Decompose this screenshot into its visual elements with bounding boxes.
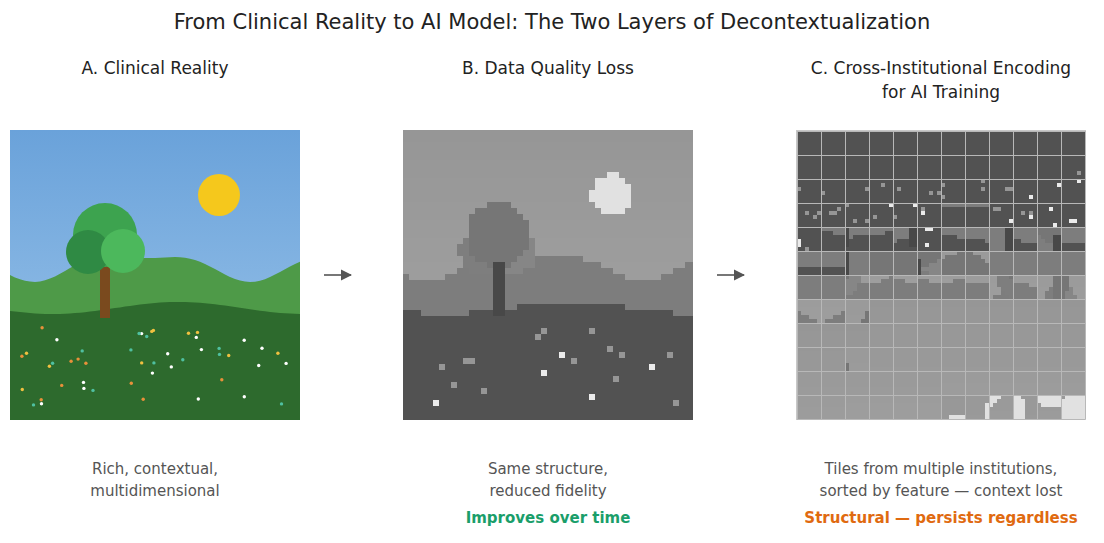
flow-arrow [717,274,744,276]
panel-heading: C. Cross-Institutional Encoding for AI T… [801,56,1081,104]
panel-status: Improves over time [418,507,678,529]
panel-status: Structural — persists regardless [796,507,1086,529]
panel-caption: Same structure, reduced fidelity [466,458,631,502]
diagram-title: From Clinical Reality to AI Model: The T… [0,10,1104,34]
flow-arrow [324,274,351,276]
panel: A. Clinical RealityRich, contextual, mul… [10,56,300,526]
landscape-illustration [10,130,300,420]
panel-caption: Rich, contextual, multidimensional [65,458,245,502]
pixelated-illustration [403,130,693,420]
panel: C. Cross-Institutional Encoding for AI T… [796,56,1086,526]
panel-heading: B. Data Quality Loss [408,56,688,80]
panel-heading: A. Clinical Reality [15,56,295,80]
tile-grid-illustration [796,130,1086,420]
panel-caption: Tiles from multiple institutions, sorted… [809,458,1074,502]
panel: B. Data Quality LossSame structure, redu… [403,56,693,526]
